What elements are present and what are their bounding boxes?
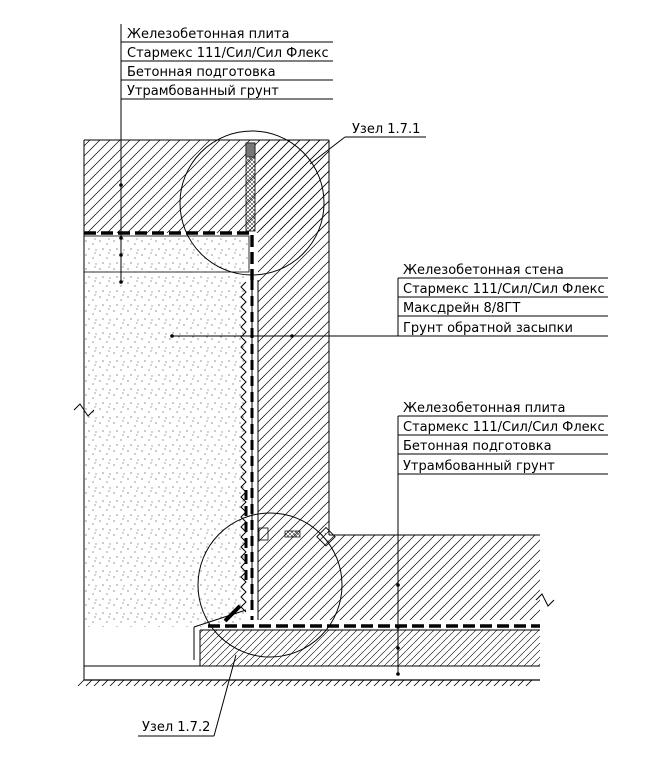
node-top-text: Узел 1.7.1 — [352, 122, 420, 137]
callout-wall: Железобетонная стена Стармекс 111/Сил/Си… — [170, 263, 608, 338]
callout-top-left-line-1: Железобетонная плита — [127, 27, 289, 42]
node-circle-bottom — [197, 512, 343, 658]
bottom-slab — [258, 534, 555, 620]
node-top-label: Узел 1.7.1 — [309, 122, 426, 165]
callout-wall-line-1: Железобетонная стена — [403, 263, 564, 278]
callout-wall-line-3: Максдрейн 8/8ГТ — [403, 301, 520, 316]
concrete-wall — [257, 140, 330, 620]
callout-bottom-line-4: Утрамбованный грунт — [403, 459, 555, 474]
top-concrete-preparation — [83, 235, 250, 273]
callout-top-left: Железобетонная плита Стармекс 111/Сил/Си… — [119, 24, 333, 284]
wall-base-details — [244, 490, 336, 585]
bottom-concrete-preparation — [84, 630, 540, 667]
node-bottom-label: Узел 1.7.2 — [138, 654, 237, 737]
top-membrane — [84, 231, 254, 280]
corner-fillet — [193, 604, 247, 660]
backfill-soil — [73, 140, 246, 680]
bottom-membrane — [200, 624, 540, 631]
compacted-ground — [77, 679, 540, 687]
callout-top-left-line-2: Стармекс 111/Сил/Сил Флекс — [127, 46, 329, 61]
callout-top-left-line-4: Утрамбованный грунт — [127, 84, 279, 99]
callout-top-left-line-3: Бетонная подготовка — [127, 65, 276, 80]
callout-bottom-line-2: Стармекс 111/Сил/Сил Флекс — [403, 420, 605, 435]
callout-bottom-line-1: Железобетонная плита — [403, 401, 565, 416]
node-circle-top — [179, 130, 325, 276]
joint-filler — [245, 142, 256, 232]
callout-bottom-slab: Железобетонная плита Стармекс 111/Сил/Си… — [396, 401, 608, 676]
node-bottom-text: Узел 1.7.2 — [142, 720, 210, 735]
callout-bottom-line-3: Бетонная подготовка — [403, 439, 552, 454]
callout-wall-line-2: Стармекс 111/Сил/Сил Флекс — [403, 282, 605, 297]
callout-wall-line-4: Грунт обратной засыпки — [403, 321, 573, 336]
